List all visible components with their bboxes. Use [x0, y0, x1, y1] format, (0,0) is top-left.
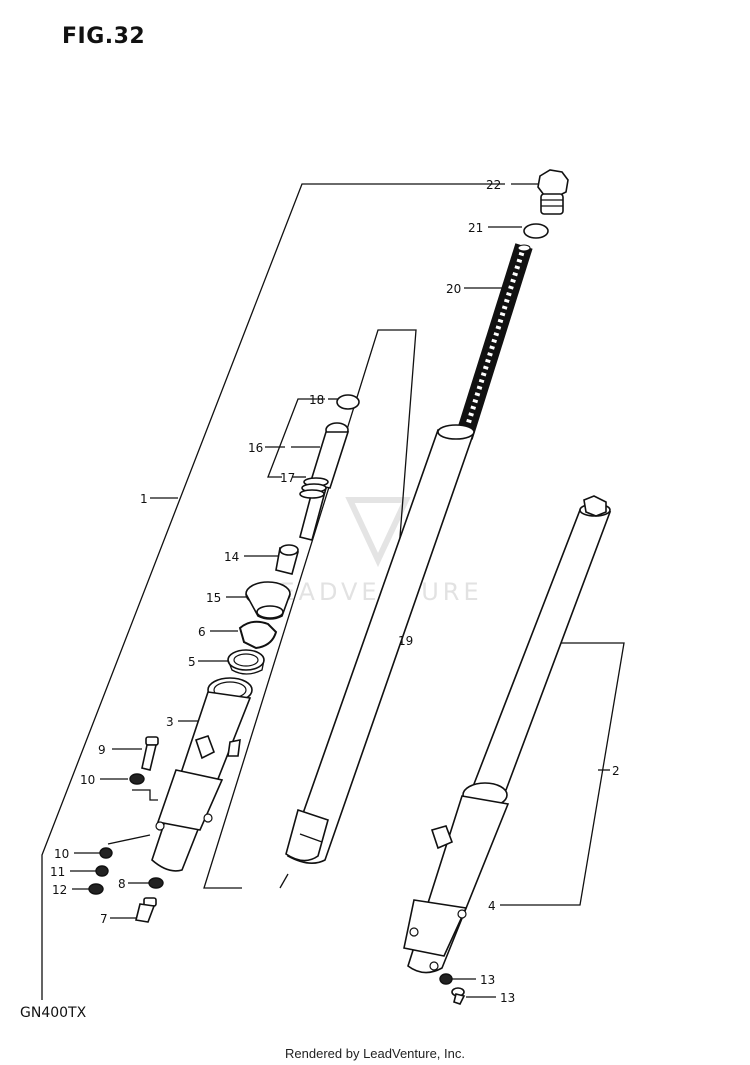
dust-seal	[245, 581, 291, 620]
washer-upper	[129, 773, 145, 785]
callout-16: 15	[206, 591, 221, 605]
callout-10-lower: 10	[54, 847, 69, 861]
figure-title: FIG.32	[62, 24, 146, 49]
callout-22: 21	[468, 221, 483, 235]
callout-12: 12	[52, 883, 67, 897]
callout-labels: 22 21 20 18 16 17 1 14 15 19 6 5 3 9 2 1…	[50, 178, 620, 1005]
model-code: GN400TX	[20, 1005, 87, 1021]
callout-17: 16	[248, 441, 263, 455]
callout-11: 11	[50, 865, 65, 879]
callout-2: 2	[612, 764, 620, 778]
washer-8	[148, 877, 164, 889]
callout-15: 14	[224, 550, 239, 564]
bracket-part-2	[500, 642, 625, 906]
callout-3: 3	[166, 715, 174, 729]
callout-1: 1	[140, 492, 148, 506]
outer-tube-right	[403, 782, 510, 974]
callout-21: 20	[446, 282, 461, 296]
piston-ring	[336, 394, 360, 410]
watermark-text: LEADVENTURE	[262, 578, 483, 606]
inner-fork-tube	[285, 424, 476, 864]
callout-10-upper: 10	[80, 773, 95, 787]
callout-8: 8	[118, 877, 126, 891]
callout-5: 5	[188, 655, 196, 669]
oil-seal	[227, 649, 265, 675]
callout-23: 22	[486, 178, 501, 192]
outer-tube-left	[151, 677, 253, 872]
rebound-spring	[299, 477, 329, 499]
callout-13: 13	[500, 991, 515, 1005]
fork-spring	[455, 243, 533, 440]
callout-7: 7	[100, 912, 108, 926]
callout-6: 6	[198, 625, 206, 639]
bracket-part-1	[41, 183, 505, 1000]
washer-11	[95, 865, 109, 877]
washer-lower	[99, 847, 113, 859]
callout-14: 13	[480, 973, 495, 987]
callout-9: 9	[98, 743, 106, 757]
drain-screw	[451, 987, 466, 1005]
axle-clamp-bolt-upper	[141, 736, 159, 771]
render-credit: Rendered by LeadVenture, Inc.	[285, 1046, 465, 1061]
washer-14	[439, 973, 453, 985]
callout-20: 19	[398, 634, 413, 648]
nut-12	[88, 883, 104, 895]
fork-cap-bolt	[537, 169, 569, 215]
leadventure-watermark: LEADVENTURE	[262, 497, 483, 606]
stopper-ring	[238, 620, 278, 650]
callout-18: 17	[280, 471, 295, 485]
oil-lock-piece	[275, 544, 299, 575]
callout-19: 18	[309, 393, 324, 407]
callout-4: 4	[488, 899, 496, 913]
bracket-parts-17-19	[265, 398, 325, 478]
axle-clamp-bolt-lower	[135, 897, 157, 923]
bracket-part-20	[203, 329, 417, 889]
o-ring	[523, 223, 549, 239]
